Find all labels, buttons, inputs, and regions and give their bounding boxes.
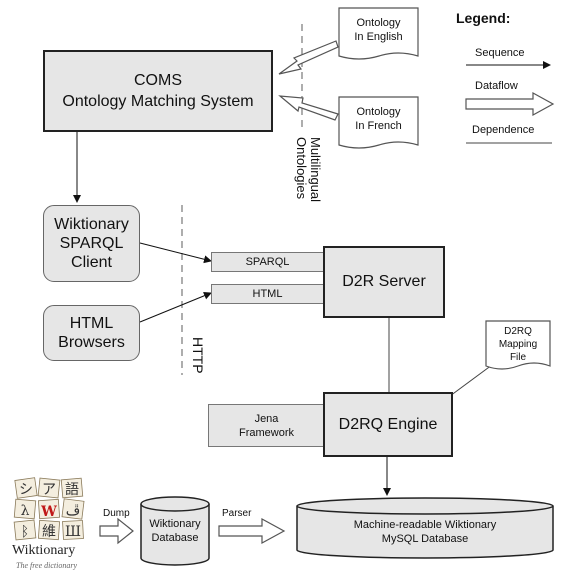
wiktionary-database-cylinder bbox=[140, 496, 210, 566]
mapping-file-label: D2RQ Mapping File bbox=[498, 326, 538, 363]
http-label: HTTP bbox=[190, 337, 206, 374]
svg-text:語: 語 bbox=[65, 482, 79, 498]
svg-text:ᛒ: ᛒ bbox=[21, 524, 29, 540]
parser-label: Parser bbox=[222, 508, 252, 519]
wiktionary-logo-name: Wiktionary bbox=[12, 543, 76, 558]
dependence-line-mapping-engine bbox=[449, 361, 497, 397]
dump-label: Dump bbox=[103, 508, 130, 519]
legend-dataflow-sample bbox=[465, 91, 555, 117]
mysql-database-label: Machine-readable Wiktionary MySQL Databa… bbox=[353, 519, 497, 545]
wiktionary-logo: シ ア 語 λ W ڦ ᛒ 維 Ш bbox=[13, 477, 85, 541]
svg-text:W: W bbox=[40, 504, 57, 520]
mapping-file-doc-shape bbox=[485, 320, 551, 370]
svg-text:ア: ア bbox=[42, 482, 56, 498]
wiktionary-database-label: Wiktionary Database bbox=[149, 518, 201, 544]
legend-dependence-label: Dependence bbox=[472, 124, 535, 136]
dataflow-arrow-dump bbox=[99, 517, 134, 545]
wiktionary-logo-tagline: The free dictionary bbox=[16, 561, 78, 570]
jena-framework-box: Jena Framework bbox=[208, 404, 325, 447]
legend-dataflow-label: Dataflow bbox=[475, 80, 518, 92]
ontology-english-doc-shape bbox=[338, 7, 419, 60]
svg-text:λ: λ bbox=[21, 503, 30, 519]
ontology-french-doc-shape bbox=[338, 96, 419, 149]
sparql-endpoint-box: SPARQL bbox=[211, 252, 324, 272]
d2rq-engine-box: D2RQ Engine bbox=[323, 392, 453, 457]
dataflow-arrow-french bbox=[278, 95, 339, 121]
svg-text:ڦ: ڦ bbox=[66, 503, 81, 519]
coms-title: COMS bbox=[134, 72, 182, 89]
multilingual-ontologies-label: Multilingual Ontologies bbox=[294, 137, 323, 203]
d2r-server-box: D2R Server bbox=[323, 246, 445, 318]
dataflow-arrow-parser bbox=[218, 517, 286, 545]
sequence-arrow-browsers-html bbox=[139, 291, 212, 323]
svg-text:Ш: Ш bbox=[65, 524, 81, 540]
legend-title: Legend: bbox=[456, 10, 511, 26]
sequence-arrow-client-sparql bbox=[139, 242, 212, 264]
ontology-french-label: Ontology In French bbox=[355, 106, 402, 132]
svg-text:維: 維 bbox=[42, 524, 56, 540]
coms-box: COMS Ontology Matching System bbox=[43, 50, 273, 132]
svg-text:シ: シ bbox=[19, 482, 33, 498]
ontology-english-label: Ontology In English bbox=[354, 17, 403, 43]
html-browsers-box: HTML Browsers bbox=[43, 305, 140, 361]
mysql-database-cylinder bbox=[296, 497, 554, 559]
coms-subtitle: Ontology Matching System bbox=[62, 93, 254, 110]
sparql-client-box: Wiktionary SPARQL Client bbox=[43, 205, 140, 282]
html-endpoint-box: HTML bbox=[211, 284, 324, 304]
dataflow-arrow-english bbox=[278, 40, 339, 75]
legend-sequence-label: Sequence bbox=[475, 47, 525, 59]
